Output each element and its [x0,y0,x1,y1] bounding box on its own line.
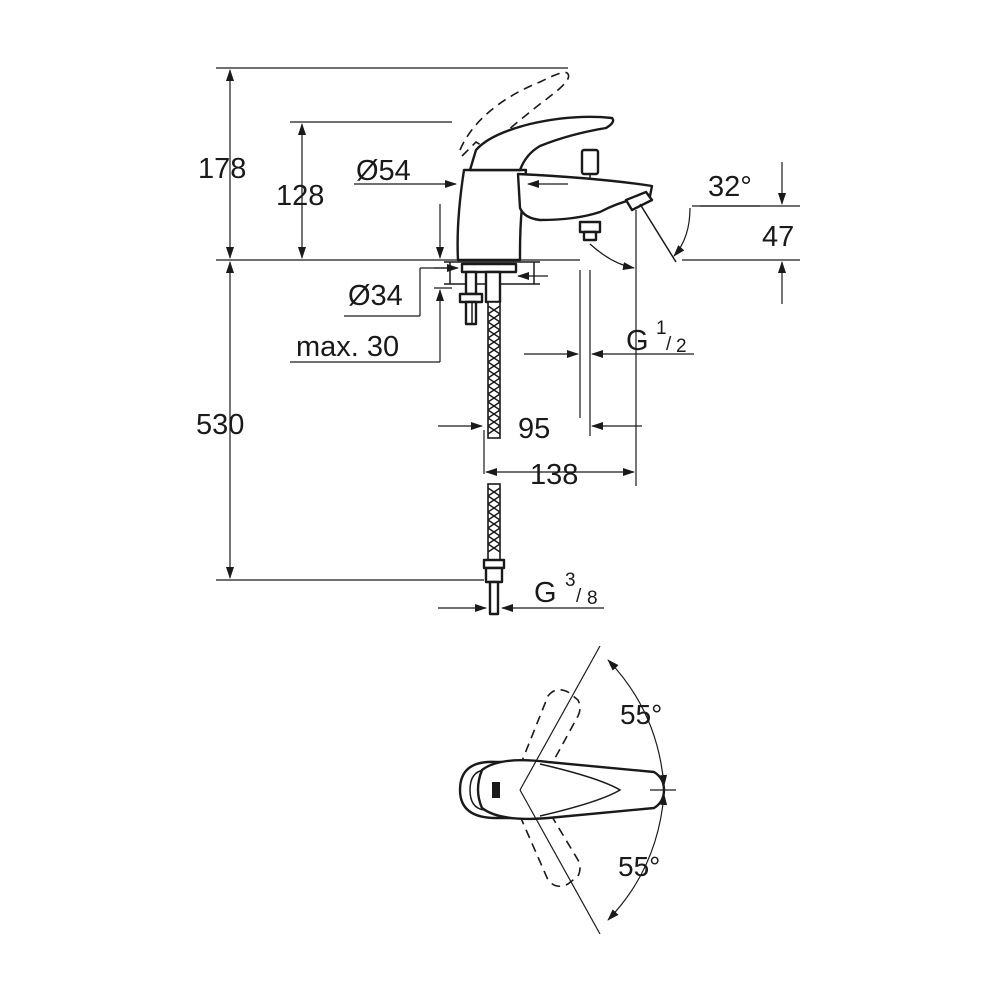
thread-outlet-label: G 1 / 2 [626,318,687,357]
lever-rotated-left [519,688,581,783]
top-view-lever [476,759,666,821]
top-view-indicator [492,782,500,798]
diverter-knob [580,148,600,176]
svg-text:G: G [534,577,557,609]
svg-text:1: 1 [656,318,667,339]
thread-inlet-label: G 3 / 8 [534,570,598,609]
supply-hose [482,301,506,616]
dim-projection: 138 [530,459,578,491]
dim-height-total: 178 [198,153,246,185]
side-view: 178 128 Ø54 Ø34 max. 30 530 32° 47 95 13… [196,67,800,616]
svg-text:/: / [666,334,672,355]
dim-hole-diameter: Ø34 [348,280,403,312]
angle-lower-label: 55° [618,851,660,882]
svg-text:8: 8 [587,588,598,609]
svg-text:G: G [626,325,649,357]
dimension-lines [226,69,786,612]
mixer-lever [468,115,615,172]
dim-spout-angle: 32° [708,171,752,203]
dim-offset: 95 [518,413,550,445]
dim-height-body: 128 [276,180,324,212]
lever-raised-position [459,71,570,153]
deck-mounting [444,261,540,326]
svg-text:/: / [576,586,582,607]
dim-max-thickness: max. 30 [296,331,399,363]
mixer-body [456,168,528,262]
angle-upper-label: 55° [620,699,662,730]
spout [516,172,654,222]
dim-body-diameter: Ø54 [356,155,411,187]
dim-outlet-height: 47 [762,221,794,253]
lever-rotated-right [519,799,581,888]
top-view: 55° 55° [458,645,676,935]
svg-text:2: 2 [676,336,687,357]
svg-text:3: 3 [565,570,576,591]
dim-hose-length: 530 [196,409,244,441]
